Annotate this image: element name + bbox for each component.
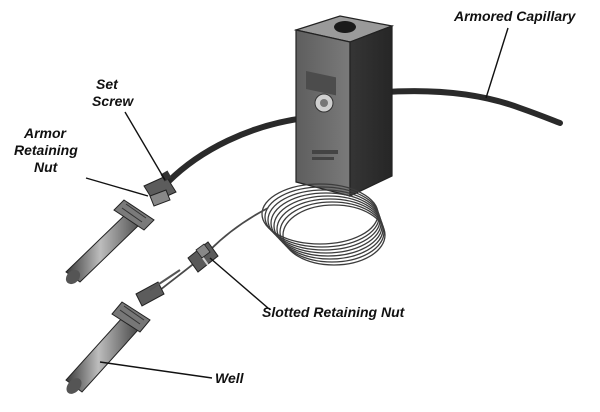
label-well: Well [215,370,245,386]
box-top-hole [334,21,356,33]
label-armor-nut-line1: Armor [23,125,68,141]
well-assembly [65,269,181,394]
label-armor-nut-line3: Nut [34,159,59,175]
armored-capillary-cable [165,114,313,185]
label-armored-capillary: Armored Capillary [453,8,577,24]
label-slotted-retaining-nut: Slotted Retaining Nut [262,304,406,320]
armored-capillary-cable-right [369,88,563,126]
upper-bulb-assembly [65,170,177,285]
leader-set-screw [124,111,166,181]
label-set-screw-line2: Screw [92,93,134,109]
label-armor-nut-line2: Retaining [14,142,78,158]
leader-armored-capillary [485,27,509,99]
slotted-retaining-nut-part [187,241,219,273]
set-screw [160,170,172,182]
leader-slotted-nut [209,257,269,309]
control-box [293,15,395,197]
leader-well [99,361,213,379]
capillary-coil [261,183,386,266]
leader-armor-nut [85,177,149,197]
box-nameplate [306,71,336,96]
label-set-screw-line1: Set [96,76,119,92]
